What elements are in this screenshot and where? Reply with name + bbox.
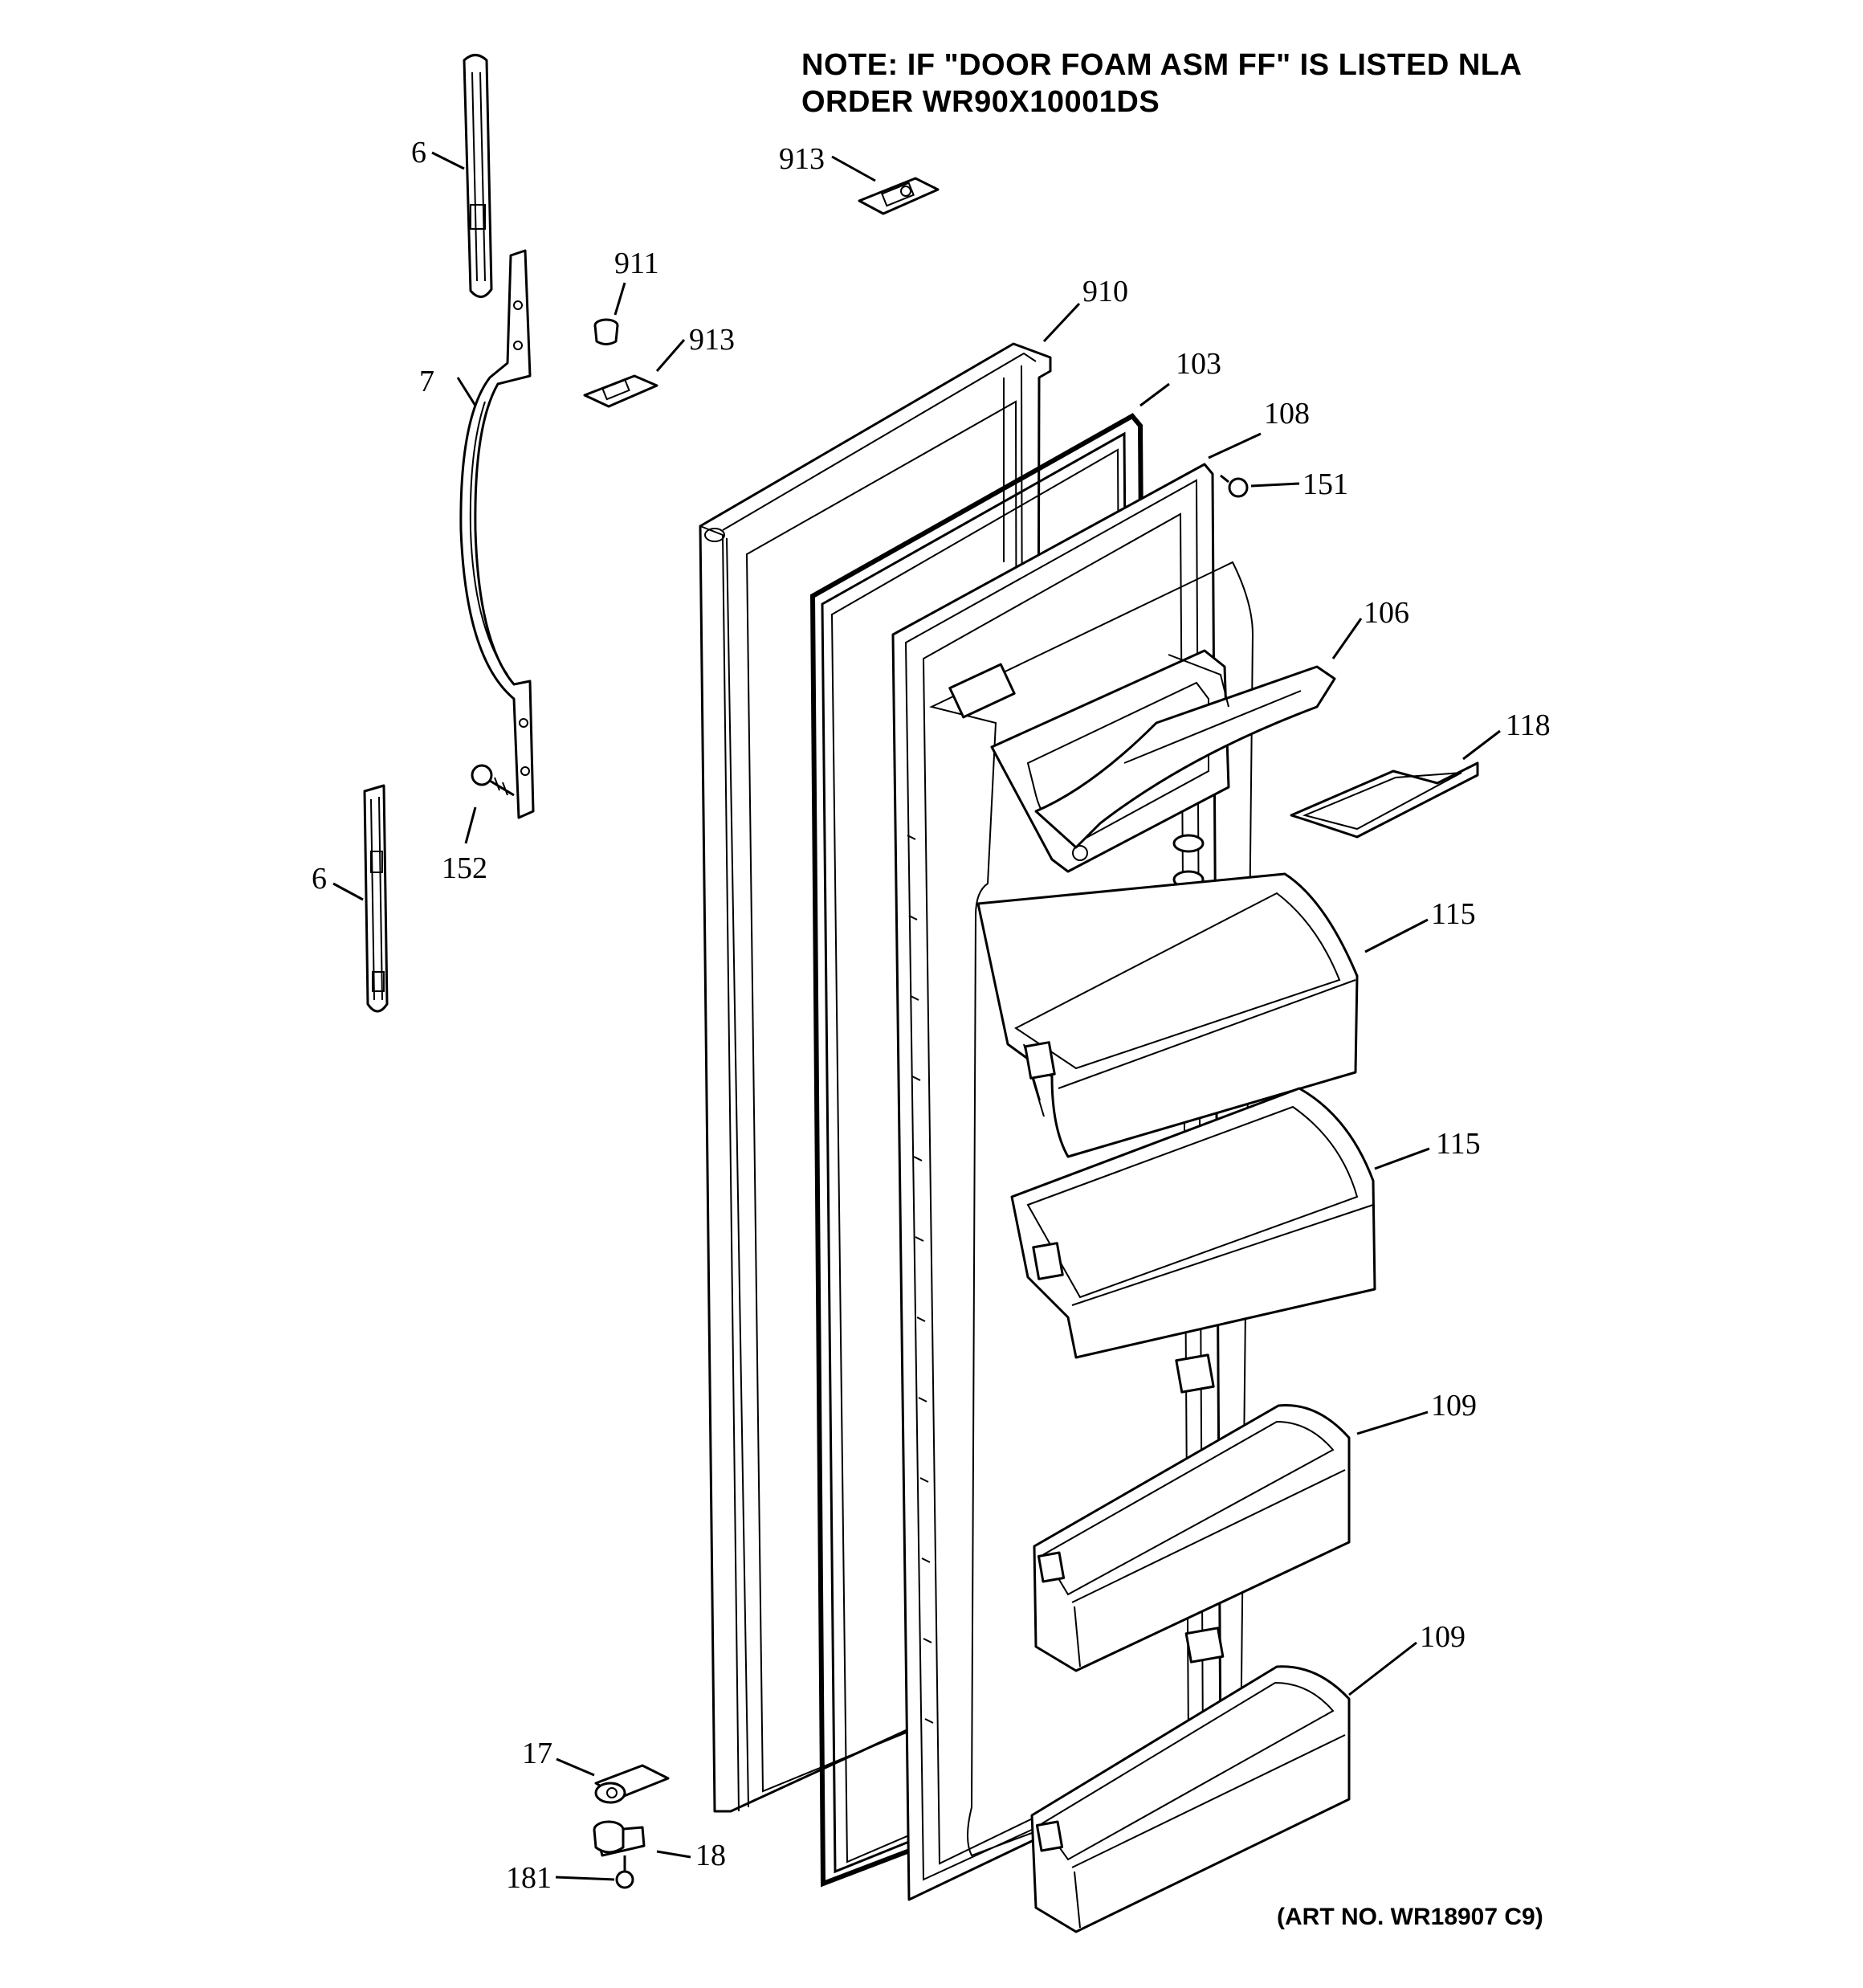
callout-109-lower: 109	[1420, 1620, 1466, 1654]
callout-181: 181	[506, 1861, 552, 1895]
callout-17: 17	[522, 1737, 552, 1770]
callout-109-upper: 109	[1431, 1389, 1477, 1423]
callout-6-top: 6	[411, 136, 426, 169]
part-6-top-trim	[463, 54, 493, 298]
callout-103: 103	[1176, 347, 1221, 381]
callout-108: 108	[1264, 397, 1310, 431]
callout-6-bottom: 6	[312, 862, 327, 896]
callout-151: 151	[1302, 467, 1348, 501]
callout-910: 910	[1082, 275, 1128, 308]
liner-ribs	[907, 835, 934, 1724]
part-118-tray	[1290, 761, 1479, 839]
callout-911: 911	[614, 247, 659, 280]
part-109-upper-bin	[1033, 1404, 1351, 1672]
part-911-plug	[593, 318, 619, 345]
callout-106: 106	[1364, 596, 1409, 630]
part-17-hinge	[594, 1764, 670, 1804]
part-109-lower-bin	[1030, 1665, 1351, 1933]
part-913-left-cover	[583, 374, 658, 408]
leader-lines	[332, 151, 1501, 1881]
part-7-handle	[459, 249, 535, 819]
art-number: (ART NO. WR18907 C9)	[1277, 1904, 1543, 1930]
callout-913-top: 913	[779, 142, 825, 176]
part-181-screw	[615, 1855, 634, 1889]
callout-115-lower: 115	[1436, 1127, 1481, 1161]
part-115-upper-bin	[976, 872, 1359, 1158]
callout-18: 18	[695, 1839, 726, 1872]
callout-labels: 6 7 152 6 911 913 913 910 103 108 151 10…	[312, 136, 1551, 1895]
part-913-top-cover	[858, 177, 940, 215]
part-106-dairy-bin	[948, 649, 1336, 873]
part-115-lower-bin	[1010, 1087, 1376, 1359]
note-line-2: ORDER WR90X10001DS	[801, 85, 1160, 119]
callout-115-upper: 115	[1431, 897, 1476, 931]
part-6-bottom-trim	[363, 784, 389, 1013]
inner-liner-shelf-area	[929, 561, 1254, 1857]
part-151-screw	[1220, 474, 1249, 498]
callout-118: 118	[1506, 708, 1551, 742]
callout-7: 7	[419, 365, 434, 398]
part-18-bushing	[593, 1820, 646, 1857]
callout-913-left: 913	[689, 323, 735, 357]
note-text: NOTE: IF "DOOR FOAM ASM FF" IS LISTED NL…	[801, 47, 1522, 120]
note-line-1: NOTE: IF "DOOR FOAM ASM FF" IS LISTED NL…	[801, 48, 1523, 82]
part-152-screw	[471, 764, 515, 797]
callout-152: 152	[442, 851, 487, 885]
